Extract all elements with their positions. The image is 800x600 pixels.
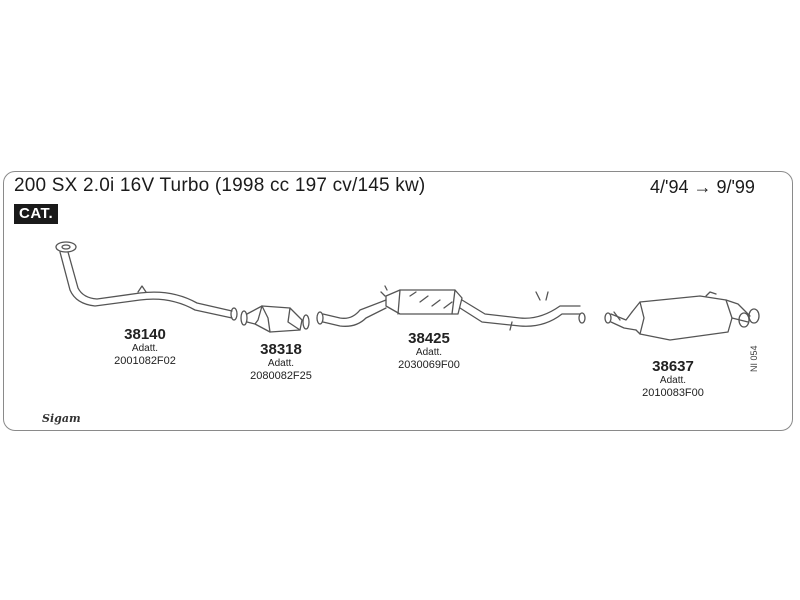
part-label-38425: 38425 Adatt. 2030069F00 xyxy=(384,330,474,371)
part-number: 38637 xyxy=(652,358,694,375)
part-code: 2010083F00 xyxy=(642,386,704,399)
diagram-reference: NI 054 xyxy=(749,345,759,372)
production-dates: 4/'94 → 9/'99 xyxy=(650,177,755,197)
part-number: 38425 xyxy=(408,330,450,347)
brand-logo: Sigam xyxy=(42,412,81,425)
part-code: 2080082F25 xyxy=(250,369,312,382)
center-silencer-38425 xyxy=(316,285,586,331)
part-note: Adatt. xyxy=(267,358,295,370)
part-note: Adatt. xyxy=(415,347,443,359)
part-number: 38318 xyxy=(260,341,302,358)
cat-badge: CAT. xyxy=(14,204,59,224)
rear-silencer-38637 xyxy=(604,291,760,341)
catalytic-converter-38318 xyxy=(240,305,310,333)
front-pipe-38140 xyxy=(55,241,238,321)
part-code: 2001082F02 xyxy=(114,354,176,367)
part-label-38318: 38318 Adatt. 2080082F25 xyxy=(236,341,326,382)
part-note: Adatt. xyxy=(659,375,687,387)
part-code: 2030069F00 xyxy=(398,358,460,371)
part-note: Adatt. xyxy=(131,343,159,355)
part-label-38140: 38140 Adatt. 2001082F02 xyxy=(100,326,190,367)
part-label-38637: 38637 Adatt. 2010083F00 xyxy=(628,358,718,399)
part-number: 38140 xyxy=(124,326,166,343)
vehicle-title: 200 SX 2.0i 16V Turbo (1998 cc 197 cv/14… xyxy=(14,175,426,196)
diagram-panel xyxy=(3,171,793,431)
